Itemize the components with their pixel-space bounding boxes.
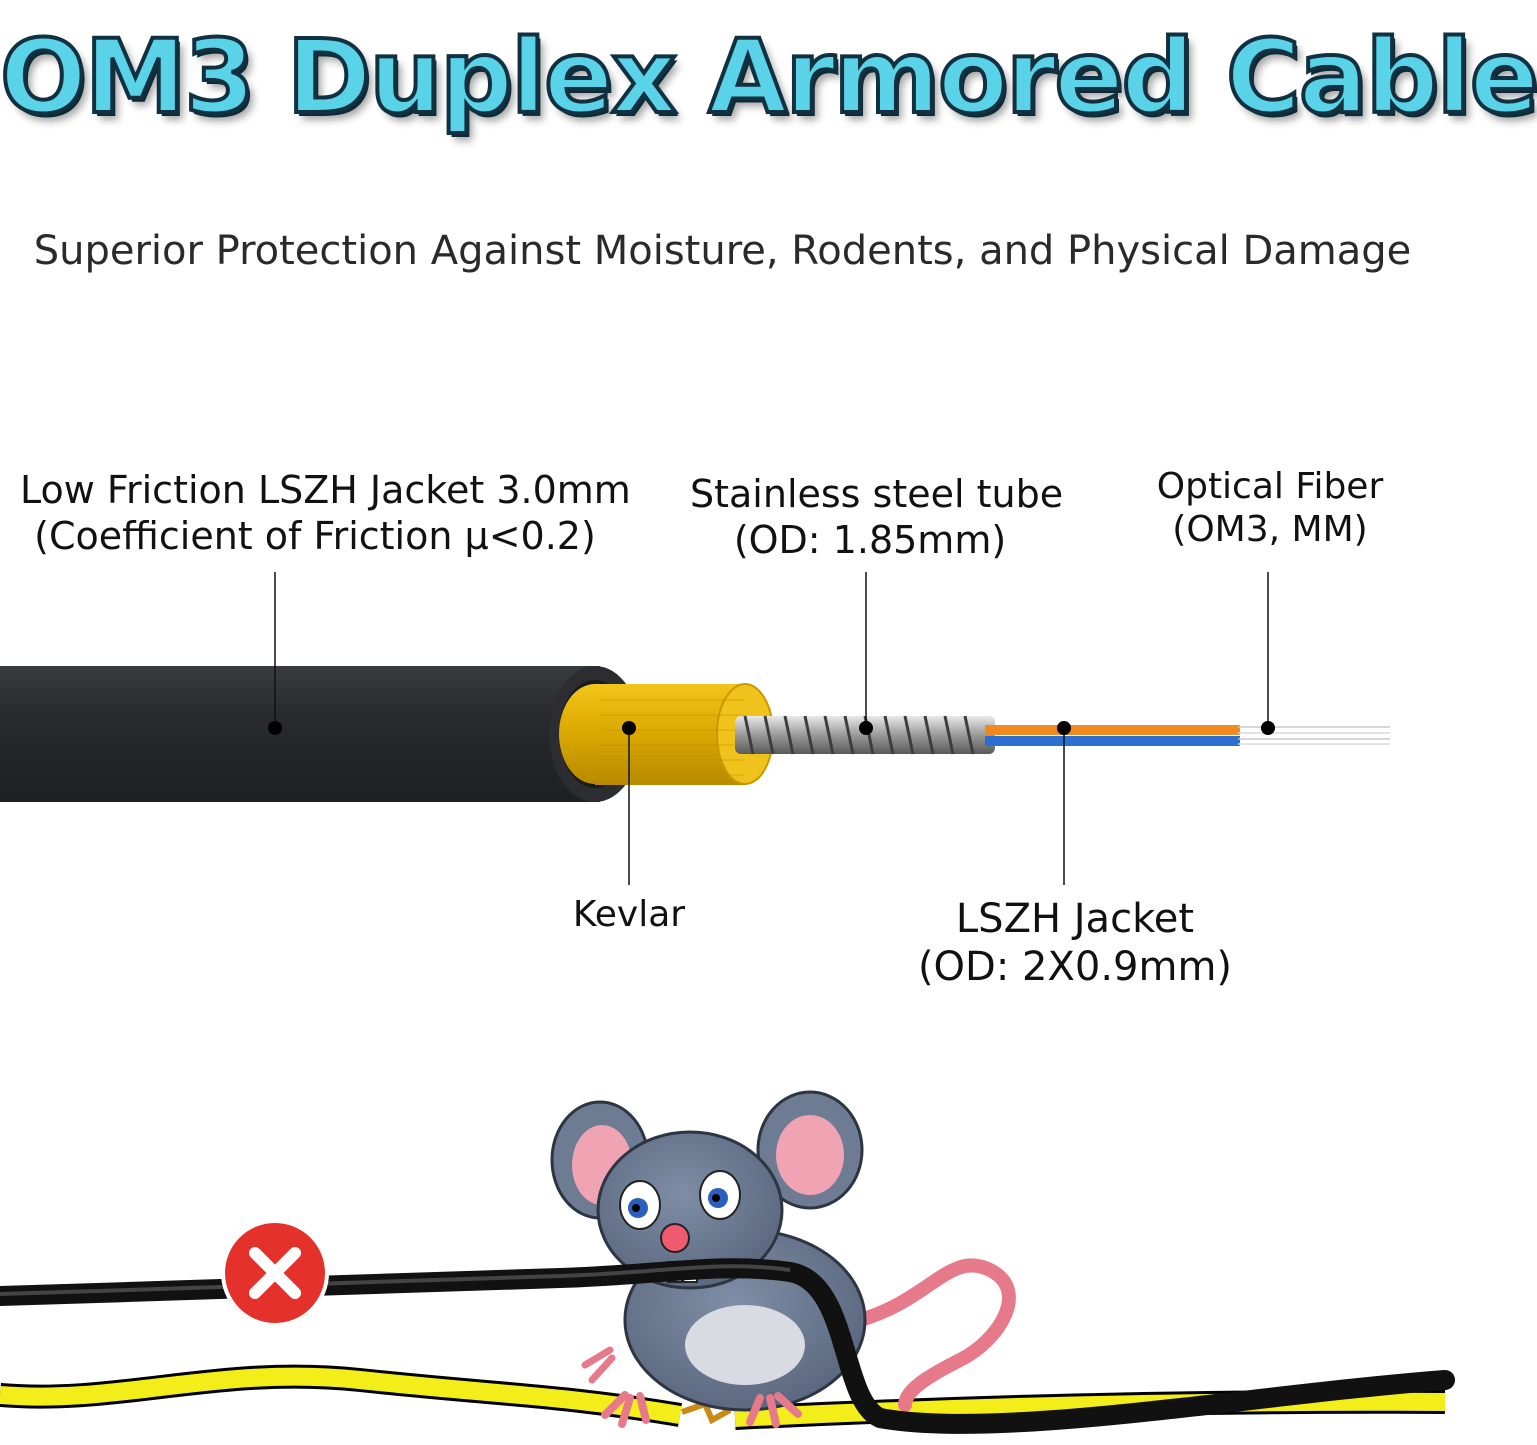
kevlar-label: Kevlar xyxy=(572,894,686,935)
page-title: OM3 Duplex Armored Cable xyxy=(0,16,1537,139)
inner-jacket-label: LSZH Jacket (OD: 2X0.9mm) xyxy=(910,895,1240,991)
marker-dot-outer-jacket xyxy=(268,721,282,735)
outer-jacket-label: Low Friction LSZH Jacket 3.0mm (Coeffici… xyxy=(20,468,631,559)
damage-x-icon xyxy=(221,1219,329,1327)
cable-illustration xyxy=(0,572,1455,1434)
outer-jacket-label-line1: Low Friction LSZH Jacket 3.0mm xyxy=(20,468,631,512)
marker-dot-steel-tube xyxy=(859,721,873,735)
steel-tube-label-line1: Stainless steel tube xyxy=(690,472,1064,516)
marker-dot-inner-jacket xyxy=(1057,721,1071,735)
rat-tail xyxy=(853,1258,1016,1412)
marker-dot-kevlar xyxy=(622,721,636,735)
inner-jacket-label-line1: LSZH Jacket xyxy=(955,896,1195,942)
leader-lines xyxy=(274,572,1269,885)
marker-dot-optical-fiber xyxy=(1261,721,1275,735)
optical-fiber-label-line1: Optical Fiber xyxy=(1156,466,1384,507)
armored-cable-black xyxy=(0,1258,1455,1434)
steel-tube-label-line2: (OD: 1.85mm) xyxy=(733,517,1007,562)
steel-tube xyxy=(735,715,995,755)
optical-fiber-label: Optical Fiber (OM3, MM) xyxy=(1150,465,1390,551)
steel-tube-label: Stainless steel tube (OD: 1.85mm) xyxy=(690,472,1064,563)
outer-jacket-label-line2: (Coefficient of Friction μ<0.2) xyxy=(34,513,596,558)
rat-illustration xyxy=(550,1090,867,1428)
product-infographic: OM3 Duplex Armored Cable Superior Protec… xyxy=(0,16,1537,1434)
outer-jacket xyxy=(0,666,641,802)
optical-fiber-label-line2: (OM3, MM) xyxy=(1172,509,1368,551)
page-subtitle: Superior Protection Against Moisture, Ro… xyxy=(33,228,1412,274)
inner-jacket-label-line2: (OD: 2X0.9mm) xyxy=(917,944,1233,990)
kevlar-layer xyxy=(559,683,774,785)
duplex-fibers xyxy=(985,725,1390,746)
